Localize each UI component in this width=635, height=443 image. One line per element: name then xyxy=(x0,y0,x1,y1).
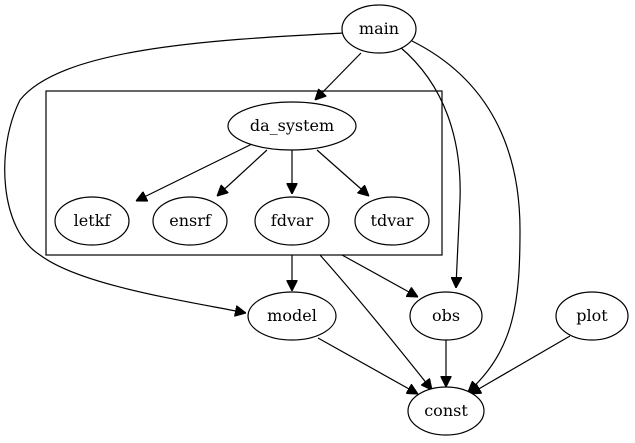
node-letkf[interactable]: letkf xyxy=(54,196,130,246)
node-plot[interactable]: plot xyxy=(555,291,629,341)
node-letkf-label: letkf xyxy=(74,211,112,230)
edge-da-system-to-tdvar xyxy=(316,149,369,196)
node-plot-label: plot xyxy=(576,306,608,325)
node-model[interactable]: model xyxy=(247,291,337,341)
edge-cluster-to-const xyxy=(319,254,432,390)
da-system-cluster xyxy=(45,90,443,256)
node-fdvar[interactable]: fdvar xyxy=(254,196,330,246)
edge-cluster-to-obs xyxy=(341,254,418,297)
node-obs[interactable]: obs xyxy=(409,291,483,341)
node-main-label: main xyxy=(359,19,399,38)
node-tdvar-label: tdvar xyxy=(371,211,414,230)
edge-main-to-obs xyxy=(399,46,460,288)
edge-da-system-to-ensrf xyxy=(217,149,268,196)
edge-plot-to-const xyxy=(470,335,571,394)
edge-model-to-const xyxy=(317,337,418,394)
edge-main-to-const xyxy=(411,40,521,392)
node-obs-label: obs xyxy=(432,306,460,325)
node-ensrf[interactable]: ensrf xyxy=(152,196,228,246)
edge-main-to-model xyxy=(4,32,346,313)
node-const[interactable]: const xyxy=(407,386,485,436)
node-tdvar[interactable]: tdvar xyxy=(354,196,430,246)
node-ensrf-label: ensrf xyxy=(169,211,212,230)
node-const-label: const xyxy=(424,401,468,420)
node-main[interactable]: main xyxy=(341,4,417,54)
edge-da-system-to-letkf xyxy=(136,143,253,201)
node-fdvar-label: fdvar xyxy=(271,211,314,230)
node-model-label: model xyxy=(267,306,317,325)
node-da-system[interactable]: da_system xyxy=(227,101,357,151)
node-da-system-label: da_system xyxy=(250,116,334,135)
edge-main-to-da-system xyxy=(315,52,362,100)
